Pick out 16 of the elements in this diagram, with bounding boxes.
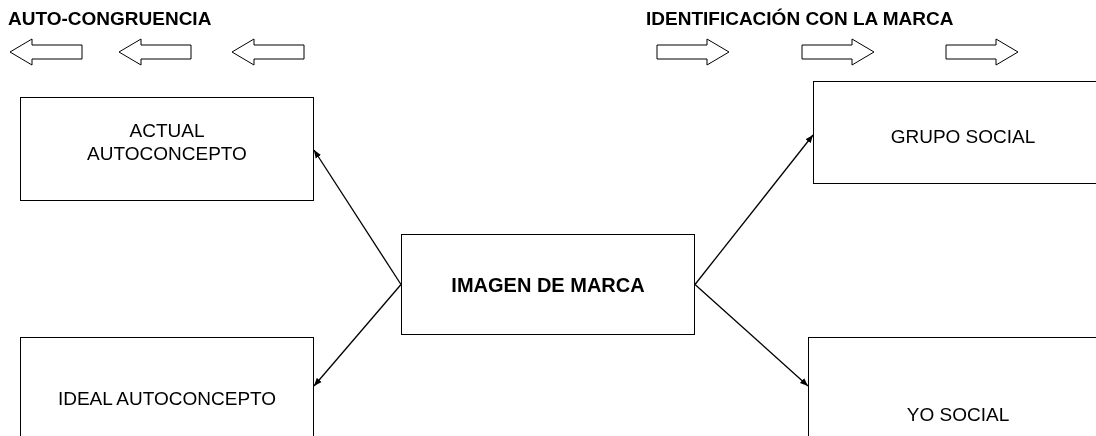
- concept-box: [20, 97, 314, 201]
- box-label: IMAGEN DE MARCA: [450, 272, 646, 297]
- section-heading: AUTO-CONGRUENCIA: [8, 8, 212, 30]
- concept-box: [20, 337, 314, 436]
- box-label: GRUPO SOCIAL: [889, 126, 1037, 149]
- arrow: [694, 134, 814, 286]
- concept-box: [808, 337, 1096, 436]
- section-heading: IDENTIFICACIÓN CON LA MARCA: [646, 8, 954, 30]
- arrow: [313, 283, 402, 387]
- box-label: IDEAL AUTOCONCEPTO: [57, 388, 277, 411]
- arrow: [694, 283, 809, 387]
- box-label: YO SOCIAL: [905, 404, 1011, 427]
- box-label: ACTUAL AUTOCONCEPTO: [86, 120, 248, 166]
- arrow: [313, 149, 402, 286]
- concept-box: [813, 81, 1096, 184]
- central-box: [401, 234, 695, 335]
